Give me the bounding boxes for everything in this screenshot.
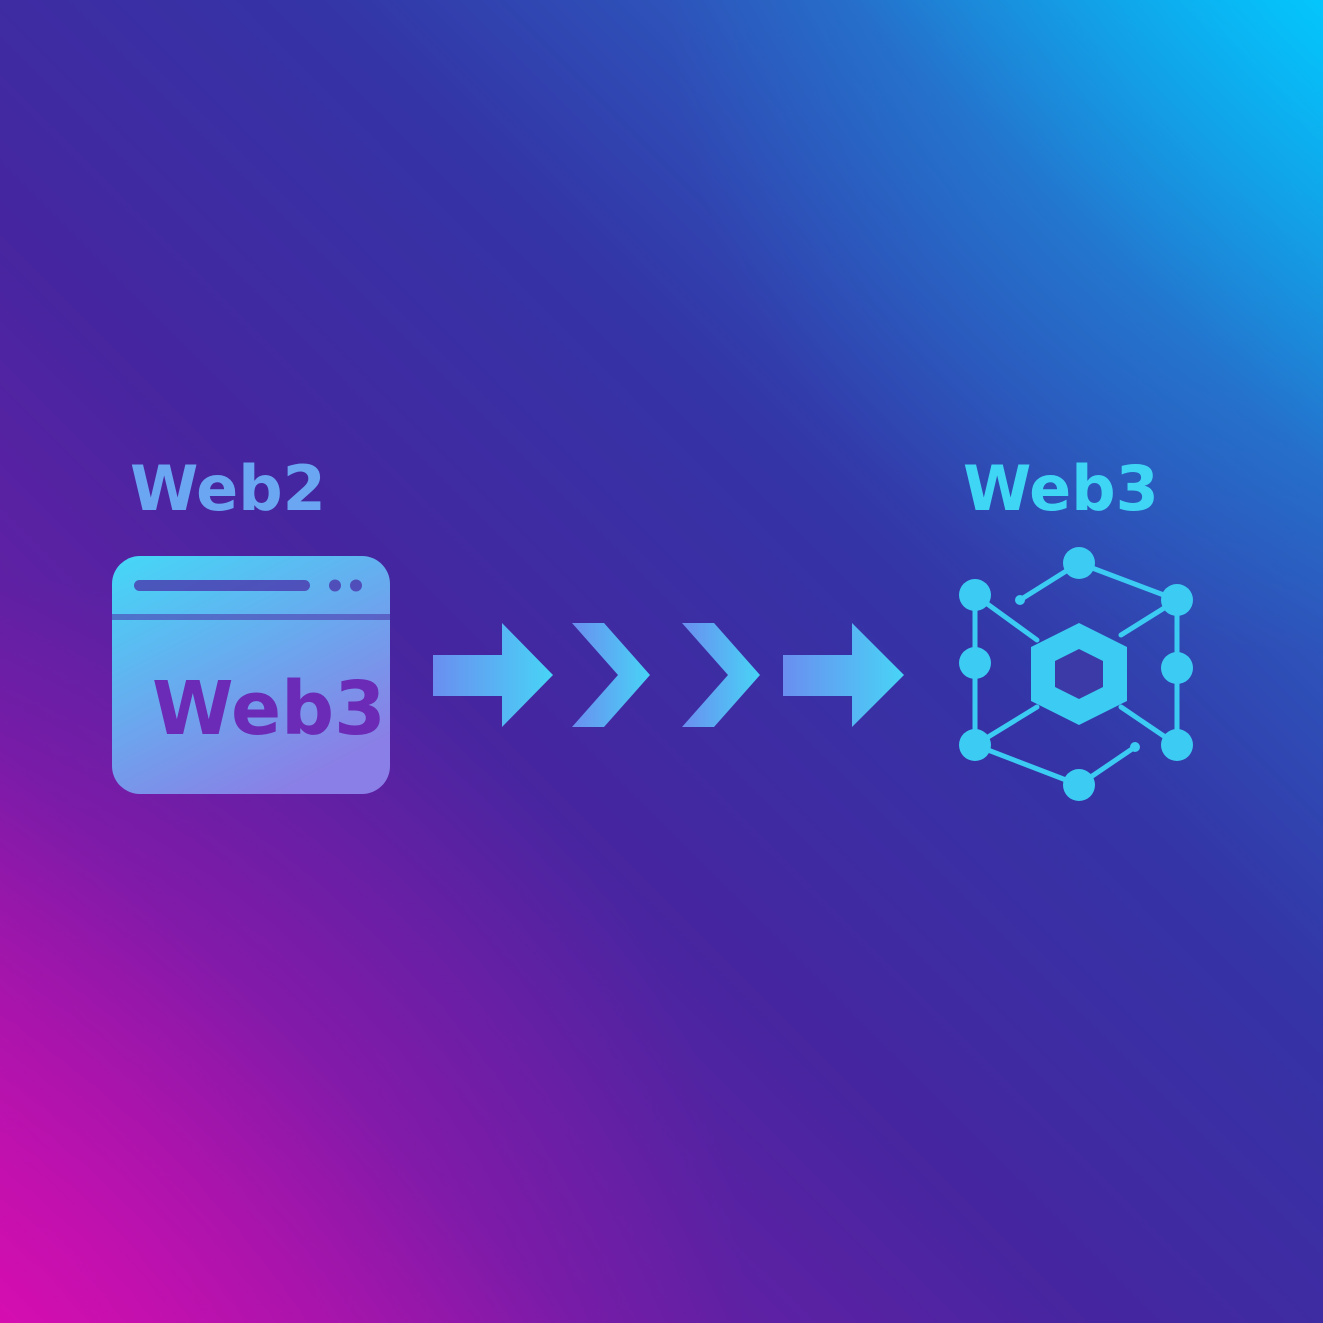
blockchain-network-icon [959, 547, 1193, 801]
arrow-chevron-sequence-icon [433, 623, 904, 727]
web3-label: Web3 [963, 452, 1159, 525]
chevron-right-icon [682, 623, 760, 727]
arrow-right-icon [433, 623, 553, 727]
web2-label: Web2 [130, 452, 326, 525]
browser-window-icon [112, 556, 390, 794]
chevron-right-icon [572, 623, 650, 727]
arrow-right-icon [783, 623, 904, 727]
browser-window-text: Web3 [152, 666, 386, 752]
